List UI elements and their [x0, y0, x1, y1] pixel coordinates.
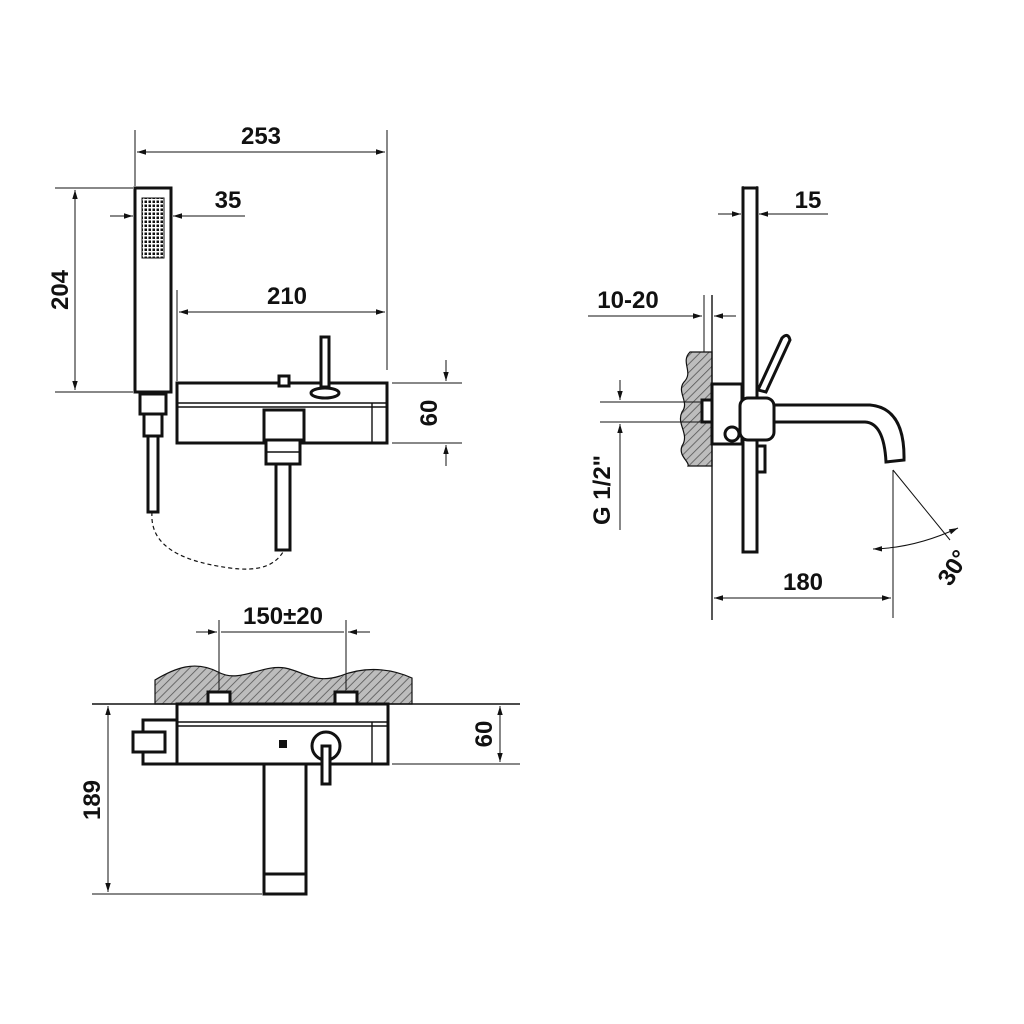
front-view: 253 35 204 210 60: [47, 123, 462, 570]
dim-connection: G 1/2": [589, 455, 616, 525]
spout-block: [262, 408, 306, 442]
dim-overall-width: 253: [241, 123, 281, 150]
wall-top: [154, 665, 413, 705]
dim-bar-diameter: 15: [795, 187, 822, 214]
shower-nozzles: [141, 197, 165, 259]
dim-spout-span: 210: [267, 283, 307, 310]
dim-projection: 180: [783, 569, 823, 596]
top-view: 150±20 60 189: [79, 603, 520, 896]
dim-spout-angle: 30°: [933, 545, 975, 590]
dim-body-height-top: 60: [471, 721, 498, 748]
spout-top: [262, 762, 308, 876]
riser-bar: [741, 186, 759, 554]
dim-body-height-front: 60: [416, 400, 443, 427]
dim-head-height: 204: [47, 269, 74, 310]
wall-section: [679, 351, 713, 467]
dim-centers: 150±20: [243, 603, 323, 630]
dim-head-width: 35: [215, 187, 242, 214]
dim-wall-offset: 10-20: [597, 287, 658, 314]
side-spout: [755, 403, 906, 464]
mixer-body-top: [175, 702, 390, 766]
side-view: 15 10-20 G 1/2" 180 30°: [588, 186, 975, 620]
dim-depth: 189: [79, 780, 106, 820]
